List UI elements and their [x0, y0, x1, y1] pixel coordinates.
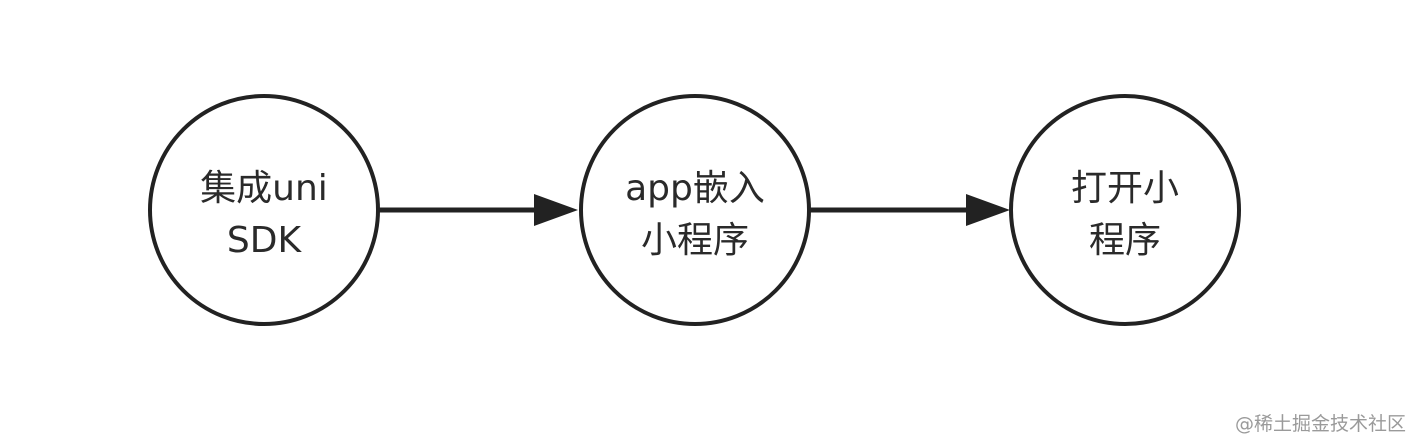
node-label-line-1: app嵌入 — [625, 168, 765, 209]
node-open-miniprogram: 打开小 程序 — [1009, 94, 1241, 326]
watermark: @稀土掘金技术社区 — [1234, 413, 1406, 435]
arrowhead — [966, 194, 1010, 226]
node-label-line-2: SDK — [227, 220, 303, 261]
node-integrate-uni-sdk: 集成uni SDK — [148, 94, 380, 326]
edge-n1-n2 — [378, 194, 578, 226]
node-label-line-2: 程序 — [1089, 220, 1161, 261]
node-label-line-2: 小程序 — [641, 220, 749, 261]
node-label-line-1: 打开小 — [1071, 168, 1179, 209]
node-app-embed-miniprogram: app嵌入 小程序 — [579, 94, 811, 326]
edge-n2-n3 — [810, 194, 1010, 226]
arrowhead — [534, 194, 578, 226]
node-label-line-1: 集成uni — [200, 168, 328, 209]
